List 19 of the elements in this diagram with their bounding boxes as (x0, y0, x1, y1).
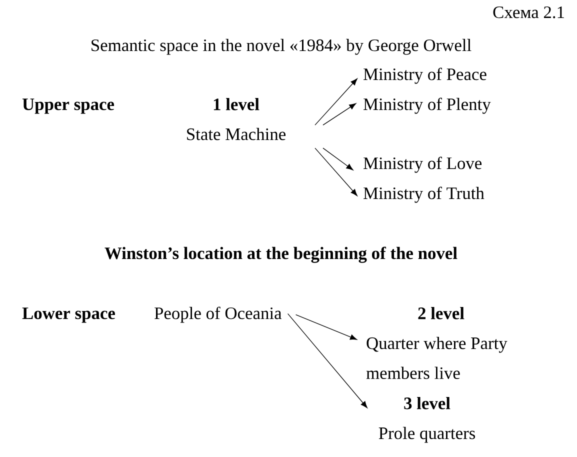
side-heading: Lower space (22, 308, 115, 323)
arrow (295, 314, 358, 340)
arrow (322, 103, 356, 126)
text-label: Ministry of Love (364, 156, 482, 173)
level-label: 3 level Prole quarters (378, 397, 476, 443)
text-label: Ministry of Peace (364, 68, 486, 84)
arrow (314, 78, 358, 126)
text-label: Ministry of Plenty (364, 98, 491, 114)
level-label: 1 level State Machine (187, 98, 286, 140)
text-label: People of Oceania (154, 306, 282, 323)
arrow (287, 313, 368, 408)
arrow (322, 148, 354, 170)
text-label: Ministry of Truth (364, 186, 484, 203)
arrow (314, 148, 358, 196)
level-label: 2 level Quarter where Party members live (366, 307, 508, 380)
section-heading: Winston’s location at the beginning of the novel (104, 246, 458, 263)
side-heading: Upper space (22, 98, 114, 114)
scheme-number: Схема 2.1 (493, 6, 564, 18)
title: Semantic space in the novel «1984» by George Orwell (92, 38, 472, 55)
